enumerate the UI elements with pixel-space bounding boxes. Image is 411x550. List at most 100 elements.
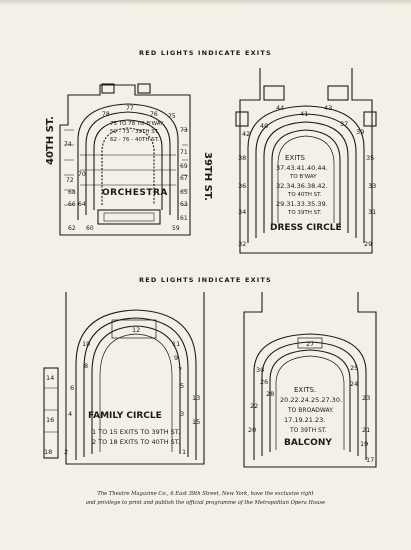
seat-number: 17 <box>366 456 374 464</box>
seat-number: 78 <box>102 111 110 118</box>
dress-circle-exit-line2: TO B'WAY <box>289 174 317 180</box>
balcony-exit-line2: TO BROADWAY. <box>287 407 334 414</box>
seat-number: 72 <box>66 177 74 184</box>
seat-number: 75 <box>168 113 176 120</box>
dress-circle-title: DRESS CIRCLE <box>270 223 342 233</box>
seat-number: 34 <box>238 208 246 216</box>
family-circle-exit-line2: 2 TO 18 EXITS TO 40TH ST. <box>92 438 180 446</box>
seat-number: 3 <box>180 410 184 418</box>
orchestra-exit-line2: 59 - 73 - 39TH ST. <box>110 129 159 135</box>
seat-number: 69 <box>180 163 188 170</box>
balcony-outer-wall <box>243 292 377 468</box>
family-circle-outer-wall <box>65 292 205 465</box>
family-circle-plan: FAMILY CIRCLE 1 TO 15 EXITS TO 39TH ST. … <box>43 292 205 465</box>
dress-circle-outer-wall <box>239 68 373 254</box>
seat-number: 25 <box>350 364 358 372</box>
family-circle-title: FAMILY CIRCLE <box>88 411 162 421</box>
seat-number: 18 <box>44 448 52 456</box>
seat-number: 60 <box>86 225 94 232</box>
seat-number: 42 <box>242 130 250 138</box>
seat-number: 4 <box>68 410 72 418</box>
seat-number: 59 <box>172 225 180 232</box>
balcony-plan: EXITS. 20.22.24.25.27.30. TO BROADWAY. 1… <box>243 292 377 468</box>
orchestra-outer-wall <box>59 84 191 236</box>
dress-circle-plan: EXITS 37.43.41.40.44. TO B'WAY 32.34.36.… <box>235 68 377 254</box>
seat-number: 12 <box>132 326 140 334</box>
dress-circle-exit-line4: TO 40TH ST. <box>287 192 322 198</box>
orchestra-plan: 40TH ST. 39TH ST. 75 TO 78 TO B'WAY 59 -… <box>45 83 213 236</box>
seat-number: 15 <box>192 418 200 426</box>
seat-number: 6 <box>70 384 74 392</box>
seat-number: 8 <box>84 362 88 370</box>
balcony-exits-title: EXITS. <box>294 386 316 394</box>
seat-number: 30 <box>256 366 264 374</box>
exits-heading-middle: RED LIGHTS INDICATE EXITS <box>139 276 272 284</box>
seat-number: 9 <box>174 354 178 362</box>
seat-number: 21 <box>362 426 370 434</box>
seat-number: 62 <box>68 225 76 232</box>
seat-number: 36 <box>238 182 246 190</box>
seat-number: 29 <box>364 240 372 248</box>
balcony-seat-numbers: 27 30 25 26 28 24 22 23 20 21 19 17 <box>248 340 374 464</box>
seat-number: 10 <box>82 340 90 348</box>
balcony-exit-line3: 17.19.21.23. <box>284 416 325 424</box>
seat-number: 19 <box>360 440 368 448</box>
seat-number: 71 <box>180 149 188 156</box>
dress-circle-exit-line6: TO 39TH ST. <box>287 210 322 216</box>
seat-number: 7 <box>178 366 182 374</box>
seat-number: 16 <box>46 416 54 424</box>
seat-number: 31 <box>368 208 376 216</box>
seat-number: 38 <box>238 154 246 162</box>
family-circle-seat-numbers: 12 10 11 8 9 7 6 5 13 14 4 3 15 16 2 1 1… <box>44 326 200 456</box>
seat-number: 40 <box>260 122 268 130</box>
orchestra-seat-numbers: 77 78 76 75 74 73 72 70 71 69 68 67 66 6… <box>64 105 188 232</box>
seat-number: 67 <box>180 175 188 182</box>
seat-number: 1 <box>182 448 186 456</box>
dress-circle-exit-line3: 32.34.36.38.42. <box>276 182 328 190</box>
seat-number: 68 <box>68 189 76 196</box>
seat-number: 61 <box>180 215 188 222</box>
seat-number: 24 <box>350 380 358 388</box>
orchestra-exit-line1: 75 TO 78 TO B'WAY <box>110 121 164 127</box>
orchestra-title: ORCHESTRA <box>102 188 168 198</box>
seat-number: 35 <box>366 154 374 162</box>
orchestra-pit <box>97 209 161 225</box>
seat-number: 37 <box>340 120 348 128</box>
seat-number: 70 <box>78 171 86 178</box>
seat-number: 66 <box>68 201 76 208</box>
dress-circle-exit-line1: 37.43.41.40.44. <box>276 164 328 172</box>
seat-number: 63 <box>180 201 188 208</box>
seat-number: 65 <box>180 189 188 196</box>
seat-number: 2 <box>64 448 68 456</box>
dress-circle-seat-numbers: 44 43 41 42 40 37 39 38 35 36 33 34 31 3… <box>238 104 376 248</box>
publisher-caption-line2: and privilege to print and publish the o… <box>85 500 326 506</box>
seat-number: 32 <box>238 240 246 248</box>
seat-number: 11 <box>172 340 180 348</box>
street-label-40th: 40TH ST. <box>45 116 56 165</box>
dress-circle-exits-title: EXITS <box>285 154 306 162</box>
dress-circle-exit-line5: 29.31.33.35.39. <box>276 200 328 208</box>
seat-number: 77 <box>126 105 134 112</box>
seat-number: 13 <box>192 394 200 402</box>
seat-number: 41 <box>300 110 308 118</box>
seat-number: 44 <box>276 104 284 112</box>
seat-number: 26 <box>260 378 268 386</box>
seat-number: 5 <box>180 382 184 390</box>
seat-number: 76 <box>150 111 158 118</box>
seat-number: 28 <box>266 390 274 398</box>
orchestra-stair <box>101 83 115 94</box>
seat-number: 33 <box>368 182 376 190</box>
seat-number: 43 <box>324 104 332 112</box>
balcony-exit-line1: 20.22.24.25.27.30. <box>280 396 342 404</box>
seat-number: 27 <box>306 340 314 348</box>
seat-number: 39 <box>356 128 364 136</box>
balcony-exit-line4: TO 39TH ST. <box>289 427 327 434</box>
seat-number: 20 <box>248 426 256 434</box>
exits-heading-top: RED LIGHTS INDICATE EXITS <box>139 49 272 57</box>
seat-number: 73 <box>180 127 188 134</box>
seat-number: 64 <box>78 201 86 208</box>
orchestra-stair <box>137 83 151 94</box>
seat-number: 14 <box>46 374 54 382</box>
street-label-39th: 39TH ST. <box>202 152 213 201</box>
